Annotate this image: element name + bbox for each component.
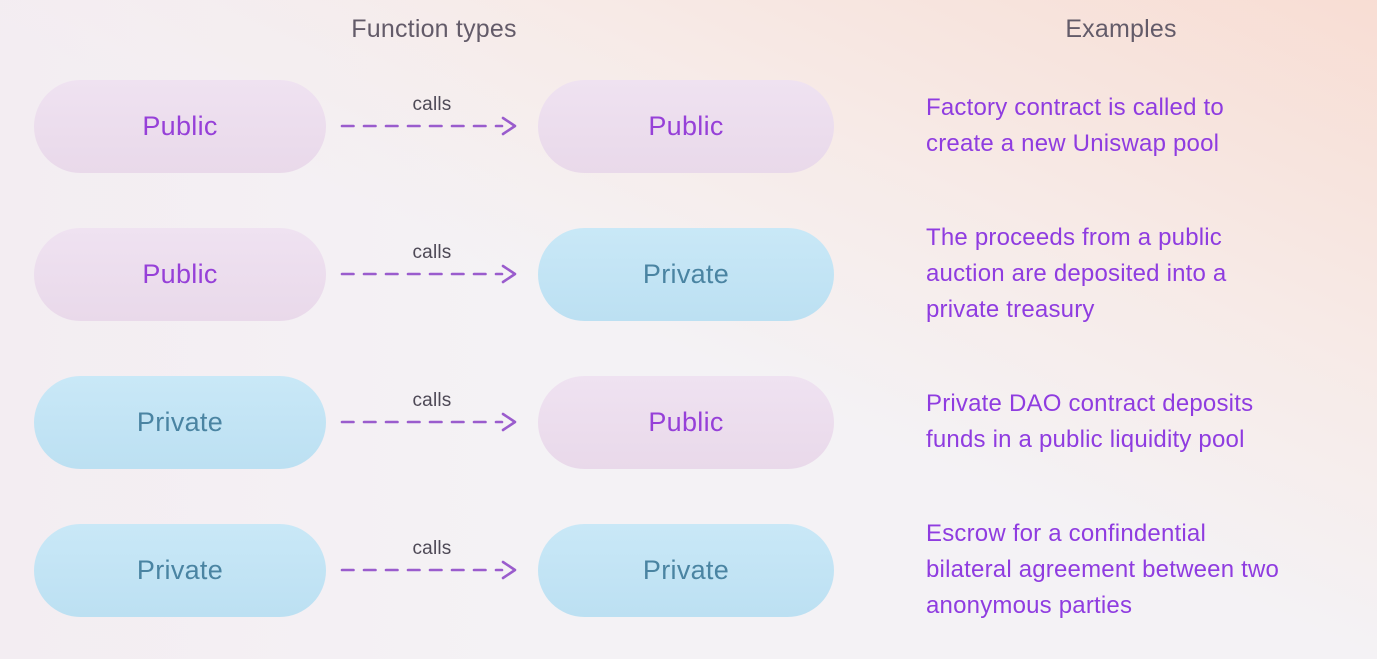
rows-container: Public calls Public Factory contract is … [0, 52, 1377, 644]
examples-header: Examples [1065, 14, 1177, 43]
caller-pill-label: Private [136, 554, 224, 585]
calls-arrow: calls [326, 52, 538, 200]
call-row-public-private: Public calls Private The proceeds from a… [0, 200, 1377, 348]
header-row: Function types Examples [0, 6, 1377, 52]
example-text: Escrow for a confindential bilateral agr… [926, 516, 1346, 624]
caller-pill: Public [34, 79, 326, 173]
example-line: Factory contract is called to [926, 94, 1224, 121]
call-row-private-public: Private calls Public Private DAO contrac… [0, 348, 1377, 496]
caller-pill: Public [34, 227, 326, 321]
example-line: bilateral agreement between two [926, 556, 1280, 583]
example-line: Private DAO contract deposits [926, 390, 1254, 417]
example-line: funds in a public liquidity pool [926, 426, 1245, 453]
callee-pill: Public [538, 79, 834, 173]
caller-pill: Private [34, 375, 326, 469]
dashed-arrow-icon [340, 116, 517, 136]
callee-pill-label: Public [648, 406, 724, 437]
callee-pill-label: Private [642, 258, 730, 289]
calls-label: calls [412, 94, 452, 115]
calls-arrow: calls [326, 348, 538, 496]
callee-pill: Private [538, 227, 834, 321]
call-row-public-public: Public calls Public Factory contract is … [0, 52, 1377, 200]
caller-pill-label: Public [142, 110, 218, 141]
example-text: The proceeds from a public auction are d… [926, 220, 1346, 328]
function-types-header: Function types [351, 14, 517, 43]
caller-pill-label: Private [136, 406, 224, 437]
dashed-arrow-icon [340, 412, 517, 432]
callee-pill-label: Public [648, 110, 724, 141]
calls-label: calls [412, 242, 452, 263]
call-row-private-private: Private calls Private Escrow for a confi… [0, 496, 1377, 644]
example-line: anonymous parties [926, 592, 1133, 619]
calls-label: calls [412, 390, 452, 411]
calls-arrow: calls [326, 200, 538, 348]
dashed-arrow-icon [340, 264, 517, 284]
example-line: The proceeds from a public [926, 224, 1223, 251]
callee-pill: Public [538, 375, 834, 469]
callee-pill: Private [538, 523, 834, 617]
caller-pill-label: Public [142, 258, 218, 289]
dashed-arrow-icon [340, 560, 517, 580]
calls-arrow: calls [326, 496, 538, 644]
calls-label: calls [412, 538, 452, 559]
example-line: create a new Uniswap pool [926, 130, 1220, 157]
example-text: Private DAO contract deposits funds in a… [926, 386, 1346, 458]
callee-pill-label: Private [642, 554, 730, 585]
example-text: Factory contract is called to create a n… [926, 90, 1346, 162]
example-line: private treasury [926, 296, 1095, 323]
caller-pill: Private [34, 523, 326, 617]
example-line: Escrow for a confindential [926, 520, 1207, 547]
example-line: auction are deposited into a [926, 260, 1227, 287]
